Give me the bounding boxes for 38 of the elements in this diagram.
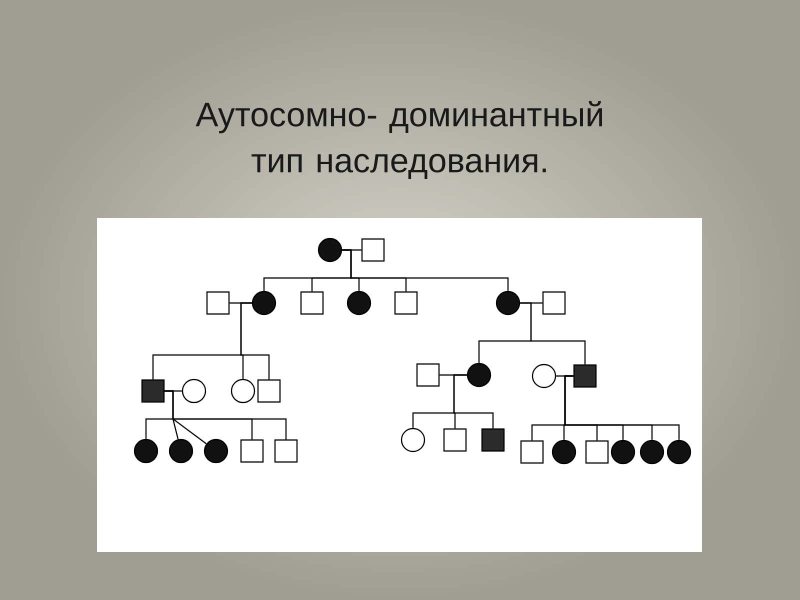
descent-line — [164, 390, 287, 440]
person-square — [361, 238, 385, 262]
person-circle — [230, 378, 256, 404]
person-square — [520, 440, 544, 464]
affected-person-circle — [168, 438, 194, 464]
affected-person-circle — [552, 440, 576, 464]
affected-person-circle — [466, 362, 492, 388]
title: Аутосомно- доминантный тип наследования. — [196, 101, 602, 179]
affected-person-circle — [204, 438, 228, 464]
affected-person-circle — [346, 290, 372, 316]
person-square — [240, 439, 264, 463]
person-square — [257, 379, 281, 403]
person-square — [443, 428, 467, 452]
affected-person-circle — [318, 238, 342, 262]
person-circle — [182, 378, 206, 404]
affected-person-circle — [496, 290, 520, 316]
person-square — [416, 363, 440, 387]
affected-person-square — [573, 364, 597, 388]
affected-person-circle — [640, 440, 664, 464]
affected-person-square — [481, 428, 505, 452]
person-square — [585, 440, 609, 464]
descent-line — [453, 374, 494, 428]
person-square — [206, 291, 230, 315]
person-square — [542, 291, 566, 315]
person-square — [394, 291, 418, 315]
person-circle — [400, 428, 426, 452]
affected-person-circle — [666, 440, 692, 464]
descent-line — [520, 302, 586, 364]
person-square — [300, 291, 324, 315]
person-circle — [532, 364, 556, 388]
person-square — [274, 439, 298, 463]
affected-person-circle — [610, 440, 636, 464]
descent-line — [240, 302, 270, 380]
affected-person-circle — [252, 290, 276, 316]
descent-line — [342, 249, 509, 291]
affected-person-square — [141, 379, 165, 403]
descent-line — [564, 375, 680, 440]
affected-person-circle — [134, 438, 158, 464]
